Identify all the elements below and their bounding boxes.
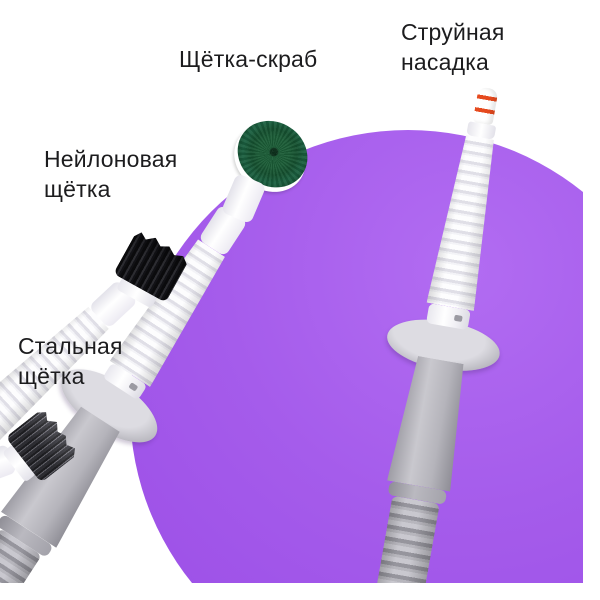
product-photo-stage xyxy=(0,86,583,583)
jet-nozzle-handle xyxy=(387,354,472,491)
collar-latch xyxy=(453,314,463,323)
label-steel-brush: Стальная щётка xyxy=(18,333,123,389)
jet-nozzle-tip xyxy=(472,86,499,126)
label-jet-nozzle: Струйная насадка xyxy=(401,19,505,75)
label-nylon-brush: Нейлоновая щётка xyxy=(44,146,178,202)
jet-nozzle-ribbed-shaft xyxy=(427,133,504,311)
label-scrub-brush: Щётка-скраб xyxy=(179,46,318,72)
jet-nozzle-hose xyxy=(373,495,440,583)
